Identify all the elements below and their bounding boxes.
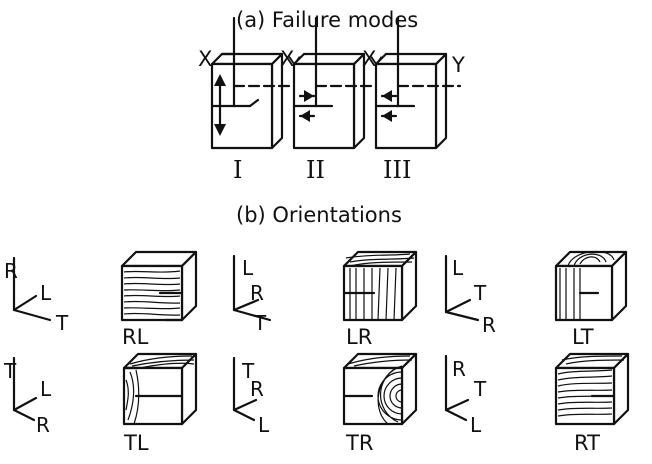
specimen-label: LT — [572, 325, 594, 349]
specimen-label: LR — [346, 325, 372, 349]
specimen-tr: TR — [342, 352, 418, 455]
axis-triad-lr: L R T — [232, 254, 272, 335]
x-label: X — [280, 47, 294, 71]
specimen-lr: LR — [342, 250, 418, 349]
specimen-lt: LT — [554, 250, 628, 349]
svg-text:R: R — [250, 377, 264, 401]
svg-text:R: R — [250, 281, 264, 305]
svg-text:T: T — [241, 359, 255, 383]
svg-text:L: L — [40, 377, 52, 401]
x-label: X — [198, 47, 212, 71]
specimen-rt: RT — [554, 352, 630, 455]
failure-mode-2: X Y II — [280, 16, 383, 184]
svg-text:R: R — [36, 413, 50, 437]
svg-text:R: R — [452, 357, 466, 381]
svg-text:T: T — [473, 377, 487, 401]
specimen-label: RT — [574, 431, 600, 455]
specimen-tl: TL — [122, 352, 198, 455]
specimen-rl: RL — [120, 250, 198, 349]
svg-text:T: T — [55, 311, 69, 335]
failure-mode-3: X Y III — [362, 16, 465, 184]
mode-numeral: III — [383, 156, 411, 184]
y-label: Y — [451, 53, 465, 77]
orientations-title: (b) Orientations — [236, 203, 402, 227]
svg-text:T: T — [253, 311, 267, 335]
svg-text:L: L — [242, 256, 254, 280]
svg-text:L: L — [470, 413, 482, 437]
axis-triad-rl: R L T — [4, 256, 69, 335]
axis-triad-rt: R T L — [444, 354, 487, 437]
x-label: X — [362, 47, 376, 71]
failure-mode-1: X Y I — [198, 16, 301, 184]
svg-text:L: L — [452, 256, 464, 280]
svg-text:L: L — [258, 413, 270, 437]
axis-triad-tl: T L R — [3, 356, 52, 437]
axis-triad-tr: T R L — [232, 356, 270, 437]
specimen-label: RL — [122, 325, 149, 349]
svg-text:L: L — [40, 281, 52, 305]
mode-numeral: II — [306, 156, 325, 184]
svg-text:T: T — [473, 281, 487, 305]
svg-text:R: R — [482, 313, 496, 337]
mode-numeral: I — [233, 156, 242, 184]
svg-text:R: R — [4, 259, 18, 283]
svg-text:T: T — [3, 359, 17, 383]
axis-triad-lt: L T R — [444, 254, 496, 337]
specimen-label: TR — [345, 431, 373, 455]
failure-modes-title: (a) Failure modes — [236, 8, 418, 32]
specimen-label: TL — [123, 431, 149, 455]
